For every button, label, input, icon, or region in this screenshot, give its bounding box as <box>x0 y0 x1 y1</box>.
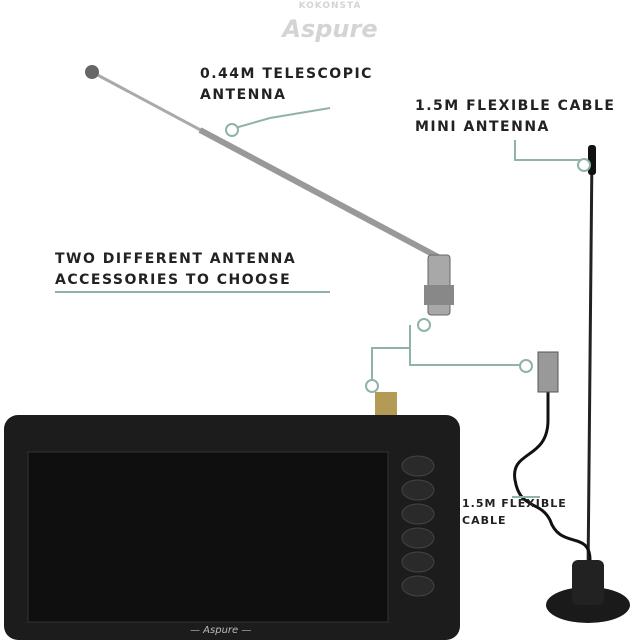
cable-label: 1.5M Flexible Cable <box>462 495 567 529</box>
telescopic-antenna-label: 0.44M Telescopic Antenna <box>200 64 373 106</box>
flexible-mini-antenna <box>513 145 630 623</box>
label-line: Two different antenna <box>55 251 297 267</box>
callout-lines <box>55 107 591 498</box>
label-line: 1.5M Flexible Cable <box>415 98 616 114</box>
label-line: 1.5M Flexible <box>462 497 567 510</box>
bezel-brand: — Aspure — <box>190 625 252 636</box>
label-line: Antenna <box>200 87 287 103</box>
telescopic-antenna <box>85 65 454 316</box>
brand-logo: KOKONSTA Aspure <box>270 0 390 45</box>
label-line: Mini Antenna <box>415 119 550 135</box>
portable-tv <box>4 392 460 640</box>
label-line: 0.44M Telescopic <box>200 66 373 82</box>
logo-top-text: KOKONSTA <box>298 1 362 11</box>
label-line: Cable <box>462 514 507 527</box>
flexible-antenna-label: 1.5M Flexible Cable Mini Antenna <box>415 96 615 138</box>
accessories-label: Two different antenna accessories to cho… <box>55 249 296 291</box>
logo-brand-text: Aspure <box>282 15 378 43</box>
label-line: accessories to choose <box>55 272 292 288</box>
